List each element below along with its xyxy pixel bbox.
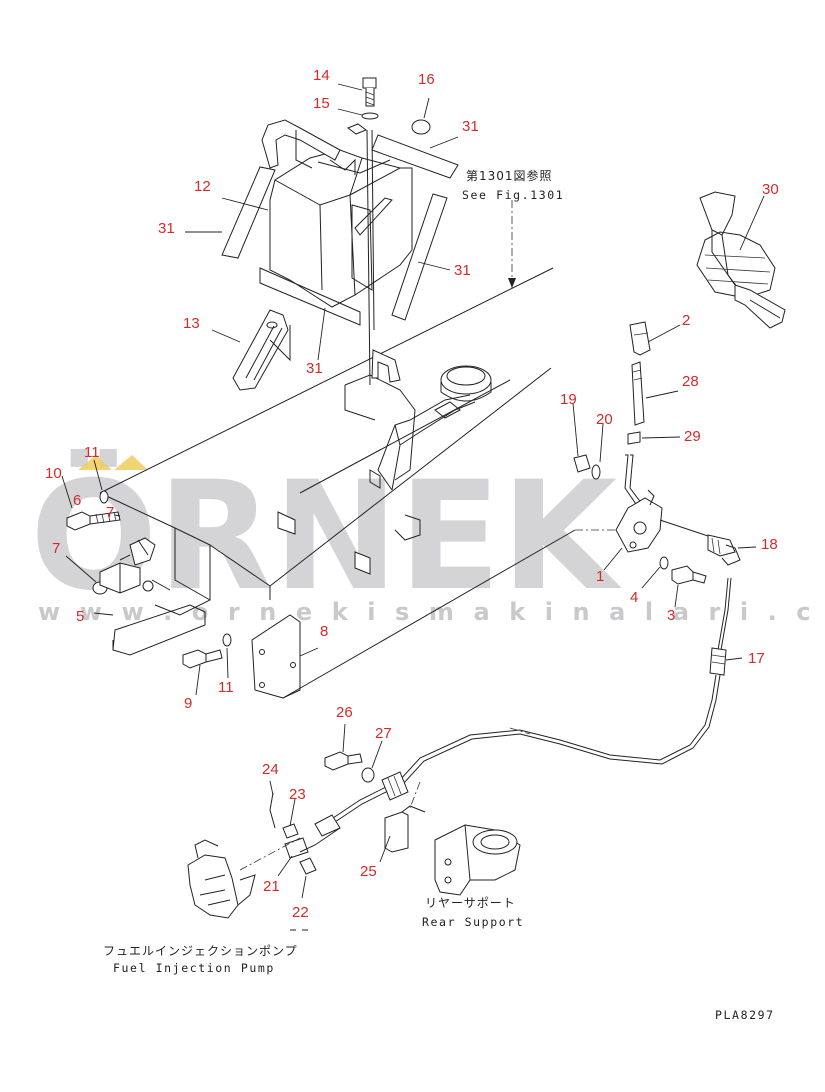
part-label: 4 bbox=[630, 589, 638, 606]
leader-lines bbox=[61, 83, 765, 899]
part-label: 13 bbox=[183, 315, 200, 332]
part-label: 12 bbox=[194, 178, 211, 195]
see-fig-caption-en: See Fig.1301 bbox=[462, 188, 564, 202]
part-label: 30 bbox=[762, 181, 779, 198]
part-label: 19 bbox=[560, 391, 577, 408]
part-label: 29 bbox=[684, 428, 701, 445]
part-label: 22 bbox=[292, 904, 309, 921]
part-label: 10 bbox=[45, 465, 62, 482]
part-label: 3 bbox=[667, 607, 675, 624]
part-label: 11 bbox=[218, 679, 234, 696]
fuel-pump-linkage bbox=[187, 792, 341, 919]
part-label: 31 bbox=[158, 220, 175, 237]
part-labels: 14 16 15 31 12 31 31 13 31 30 2 28 19 20… bbox=[45, 67, 779, 921]
part-label: 28 bbox=[682, 373, 699, 390]
part-label: 11 bbox=[84, 444, 100, 461]
rear-support-parts bbox=[324, 751, 521, 896]
part-label: 23 bbox=[289, 786, 306, 803]
part-label: 7 bbox=[106, 504, 114, 521]
part-label: 16 bbox=[418, 71, 435, 88]
drawing-code: PLA8297 bbox=[715, 1008, 775, 1022]
reference-lines bbox=[239, 200, 618, 871]
fuel-pump-caption-jp: フュエルインジェクションポンプ bbox=[103, 944, 298, 958]
part-label: 27 bbox=[375, 725, 392, 742]
part-label: 26 bbox=[336, 704, 353, 721]
captions: 第1301図参照 See Fig.1301 リヤーサポート Rear Suppo… bbox=[103, 168, 775, 1022]
part-label: 31 bbox=[462, 118, 479, 135]
left-bracket-parts bbox=[66, 490, 232, 669]
part-label: 21 bbox=[263, 878, 280, 895]
watermark: ÖRNEK w w w . o r n e k i s m a k i n a … bbox=[30, 448, 825, 626]
console-panel bbox=[221, 77, 459, 391]
part-label: 31 bbox=[454, 262, 471, 279]
watermark-accent-mark bbox=[114, 455, 148, 470]
shift-lever bbox=[696, 191, 786, 329]
part-label: 5 bbox=[76, 608, 84, 625]
rear-support-caption-jp: リヤーサポート bbox=[425, 896, 516, 910]
rear-support-caption-en: Rear Support bbox=[422, 915, 524, 929]
part-label: 15 bbox=[313, 95, 330, 112]
fuel-pump-caption-en: Fuel Injection Pump bbox=[113, 961, 275, 975]
watermark-logo: ÖRNEK bbox=[30, 448, 622, 624]
part-label: 31 bbox=[306, 360, 323, 377]
part-label: 7 bbox=[52, 540, 60, 557]
lever-assembly bbox=[573, 321, 741, 585]
part-label: 2 bbox=[682, 312, 690, 329]
part-label: 6 bbox=[73, 492, 81, 509]
part-label: 8 bbox=[320, 623, 328, 640]
control-cable bbox=[314, 577, 732, 837]
part-label: 1 bbox=[596, 568, 604, 585]
part-label: 14 bbox=[313, 67, 330, 84]
part-label: 17 bbox=[748, 650, 765, 667]
part-label: 9 bbox=[184, 695, 192, 712]
see-fig-caption-jp: 第1301図参照 bbox=[466, 168, 553, 183]
part-label: 25 bbox=[360, 863, 377, 880]
part-label: 20 bbox=[596, 411, 613, 428]
frame-structure bbox=[99, 267, 576, 699]
part-label: 24 bbox=[262, 761, 279, 778]
part-label: 18 bbox=[761, 536, 778, 553]
